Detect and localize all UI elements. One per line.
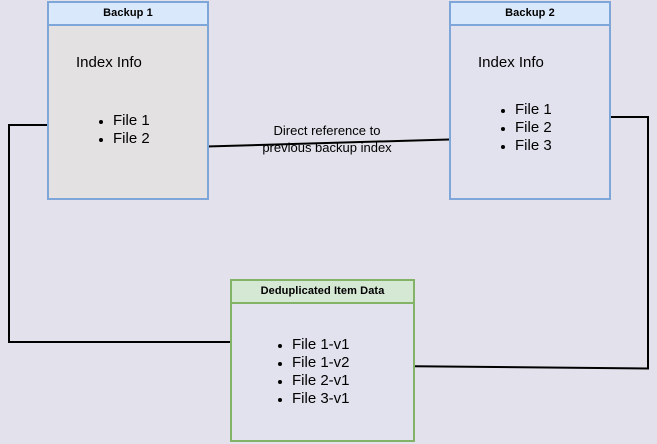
dedup-body: File 1-v1 File 1-v2 File 2-v1 File 3-v1 xyxy=(232,304,413,444)
dedup-item-list: File 1-v1 File 1-v2 File 2-v1 File 3-v1 xyxy=(276,336,350,408)
list-item: File 2-v1 xyxy=(276,372,350,390)
list-item: File 1-v2 xyxy=(276,354,350,372)
list-item: File 1 xyxy=(97,112,150,130)
backup1-box: Backup 1 Index Info File 1 File 2 xyxy=(47,1,209,200)
annotation-line-2: previous backup index xyxy=(262,140,392,155)
backup1-file-list: File 1 File 2 xyxy=(97,112,150,148)
backup1-index-info-label: Index Info xyxy=(76,54,142,71)
backup1-body: Index Info File 1 File 2 xyxy=(49,26,207,202)
list-item: File 1 xyxy=(499,101,552,119)
direct-reference-annotation: Direct reference to previous backup inde… xyxy=(248,122,406,156)
annotation-line-1: Direct reference to xyxy=(273,123,381,138)
deduplicated-item-data-box: Deduplicated Item Data File 1-v1 File 1-… xyxy=(230,279,415,442)
list-item: File 2 xyxy=(499,119,552,137)
backup2-header: Backup 2 xyxy=(451,3,609,26)
backup2-box: Backup 2 Index Info File 1 File 2 File 3 xyxy=(449,1,611,200)
backup2-file-list: File 1 File 2 File 3 xyxy=(499,101,552,155)
backup2-index-info-label: Index Info xyxy=(478,54,544,71)
list-item: File 3-v1 xyxy=(276,390,350,408)
list-item: File 1-v1 xyxy=(276,336,350,354)
backup2-body: Index Info File 1 File 2 File 3 xyxy=(451,26,609,202)
arrow-backup2-to-dedup xyxy=(386,116,649,371)
dedup-header: Deduplicated Item Data xyxy=(232,281,413,304)
arrow-backup2-to-backup1 xyxy=(170,138,450,152)
list-item: File 3 xyxy=(499,137,552,155)
list-item: File 2 xyxy=(97,130,150,148)
backup1-header: Backup 1 xyxy=(49,3,207,26)
